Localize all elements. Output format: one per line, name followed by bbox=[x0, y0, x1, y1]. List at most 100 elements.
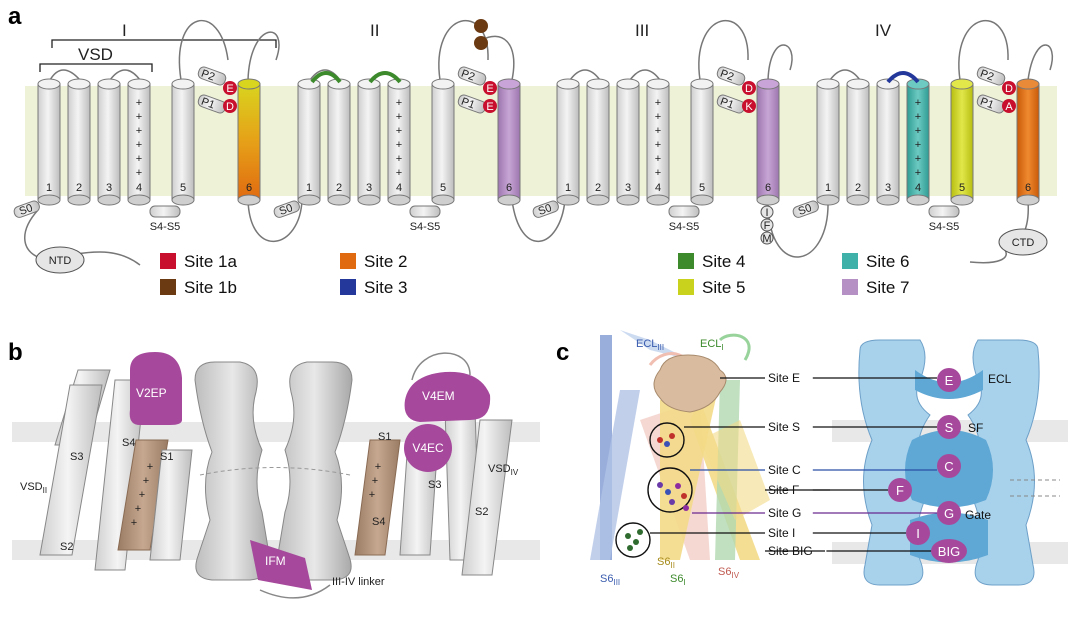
pore-helix-label: P1 bbox=[460, 96, 477, 112]
domain-iv-segment-4: 4++++++ bbox=[906, 78, 930, 206]
site1b-dot-1 bbox=[474, 19, 488, 33]
site-disc-label: E bbox=[945, 373, 954, 388]
domain-ii-segment-2: 2 bbox=[327, 78, 351, 206]
ecl-label: ECL bbox=[988, 372, 1012, 386]
s6i-label: S6I bbox=[670, 573, 686, 587]
site-disc bbox=[888, 478, 912, 502]
site-label: Site F bbox=[768, 483, 799, 497]
domain-iii-segment-6: 6 bbox=[756, 78, 780, 206]
legend-label: Site 6 bbox=[866, 252, 909, 271]
s6iv-label: S6IV bbox=[718, 566, 740, 580]
site-disc bbox=[937, 454, 961, 478]
panel-label-a: a bbox=[8, 3, 22, 30]
filter-residue bbox=[483, 99, 497, 113]
filter-residue bbox=[223, 81, 237, 95]
domain-ii-s4s5-linker: S4-S5 bbox=[409, 205, 441, 233]
site-label: Site BIG bbox=[768, 544, 813, 558]
site-label: Site G bbox=[768, 506, 801, 520]
legend-swatch bbox=[678, 253, 694, 269]
filter-residue-letter: E bbox=[226, 83, 233, 95]
s4-charge: + bbox=[915, 167, 921, 179]
segment-number: 6 bbox=[1025, 182, 1031, 194]
domain-i-segment-3: 3 bbox=[97, 78, 121, 206]
linker-loop bbox=[259, 584, 331, 599]
s4-charge: + bbox=[655, 167, 661, 179]
domain-i-segment-4: 4++++++ bbox=[127, 78, 151, 206]
site-label: Site E bbox=[768, 371, 800, 385]
legend-item: Site 3 bbox=[340, 278, 407, 297]
site-disc-label: G bbox=[944, 506, 954, 521]
s4s5-label: S4-S5 bbox=[669, 221, 700, 233]
pore-half-right bbox=[276, 361, 353, 581]
vsd-bracket bbox=[39, 63, 153, 72]
ifm-site bbox=[250, 540, 312, 590]
site-disc bbox=[906, 521, 930, 545]
domain-iii-segment-3: 3 bbox=[616, 78, 640, 206]
s4s5-label: S4-S5 bbox=[410, 221, 441, 233]
ifm-label-b: IFM bbox=[265, 554, 286, 568]
legend-item: Site 7 bbox=[842, 278, 909, 297]
domain-iv-segment-1: 1 bbox=[816, 78, 840, 206]
segment-number: 3 bbox=[625, 182, 631, 194]
domain-label-iii: III bbox=[635, 21, 649, 40]
vsd-iv-s1-label: S1 bbox=[378, 431, 391, 443]
vsd-ii-charge: + bbox=[139, 489, 145, 501]
segment-number: 5 bbox=[959, 182, 965, 194]
legend-label: Site 4 bbox=[702, 252, 745, 271]
domain-i-p1: P1 bbox=[197, 94, 227, 114]
s4-charge: + bbox=[136, 153, 142, 165]
domain-iv-segment-3: 3 bbox=[876, 78, 900, 206]
domain-iv-segment-2: 2 bbox=[846, 78, 870, 206]
domain-i-s4s5-linker: S4-S5 bbox=[149, 205, 181, 233]
segment-number: 1 bbox=[565, 182, 571, 194]
domain-ii-segment-1: 1 bbox=[297, 78, 321, 206]
legend-label: Site 5 bbox=[702, 278, 745, 297]
vsd-ii-s4-label: S4 bbox=[122, 437, 135, 449]
s4-charge: + bbox=[136, 167, 142, 179]
domain-iii-segment-2: 2 bbox=[586, 78, 610, 206]
panel-b: b S3 S4 S1 S2 VSDII +++++ S1 S4 S3 bbox=[8, 339, 540, 599]
segment-number: 2 bbox=[336, 182, 342, 194]
domain-iv-p1: P1 bbox=[976, 94, 1006, 114]
v4ec-label: V4EC bbox=[412, 441, 444, 455]
s4-charge: + bbox=[396, 139, 402, 151]
s6iii-label: S6III bbox=[600, 573, 620, 587]
vsd-iv-charge: + bbox=[372, 475, 378, 487]
pore-helix-label: P2 bbox=[200, 68, 217, 84]
domain-ii-s0: S0 bbox=[273, 200, 300, 218]
vsd-ii-charge: + bbox=[131, 517, 137, 529]
segment-number: 6 bbox=[246, 182, 252, 194]
legend-swatch bbox=[340, 279, 356, 295]
filter-residue-letter: K bbox=[745, 101, 753, 113]
domain-ii-segment-3: 3 bbox=[357, 78, 381, 206]
domain-iii-s4s5-linker: S4-S5 bbox=[668, 205, 700, 233]
domain-i-segment-5: 5 bbox=[171, 78, 195, 206]
legend-label: Site 7 bbox=[866, 278, 909, 297]
s0-label: S0 bbox=[537, 202, 554, 218]
vsd-ii-label: VSDII bbox=[20, 481, 47, 495]
backbone-loops bbox=[24, 19, 1054, 266]
domain-label-i: I bbox=[122, 21, 127, 40]
pore-helix-label: P2 bbox=[460, 68, 477, 84]
site3-arc bbox=[886, 71, 920, 84]
domain-iii-segment-5: 5 bbox=[690, 78, 714, 206]
segment-number: 6 bbox=[765, 182, 771, 194]
legend-swatch bbox=[842, 279, 858, 295]
domain-iv-segment-5: 5 bbox=[950, 78, 974, 206]
s4-charge: + bbox=[396, 125, 402, 137]
segment-number: 2 bbox=[76, 182, 82, 194]
s4-charge: + bbox=[915, 111, 921, 123]
s4-charge: + bbox=[655, 111, 661, 123]
ifm-motif-a: I F M bbox=[760, 205, 774, 245]
s4-charge: + bbox=[136, 111, 142, 123]
vsd-ii-charge: + bbox=[147, 461, 153, 473]
filter-residue-letter: A bbox=[1005, 101, 1013, 113]
site4-arc-1 bbox=[310, 71, 342, 84]
segment-number: 5 bbox=[440, 182, 446, 194]
segment-number: 1 bbox=[306, 182, 312, 194]
vsd-iv-charges: +++ bbox=[369, 461, 381, 501]
domain-i-bracket bbox=[51, 39, 277, 48]
s4-charge: + bbox=[396, 111, 402, 123]
